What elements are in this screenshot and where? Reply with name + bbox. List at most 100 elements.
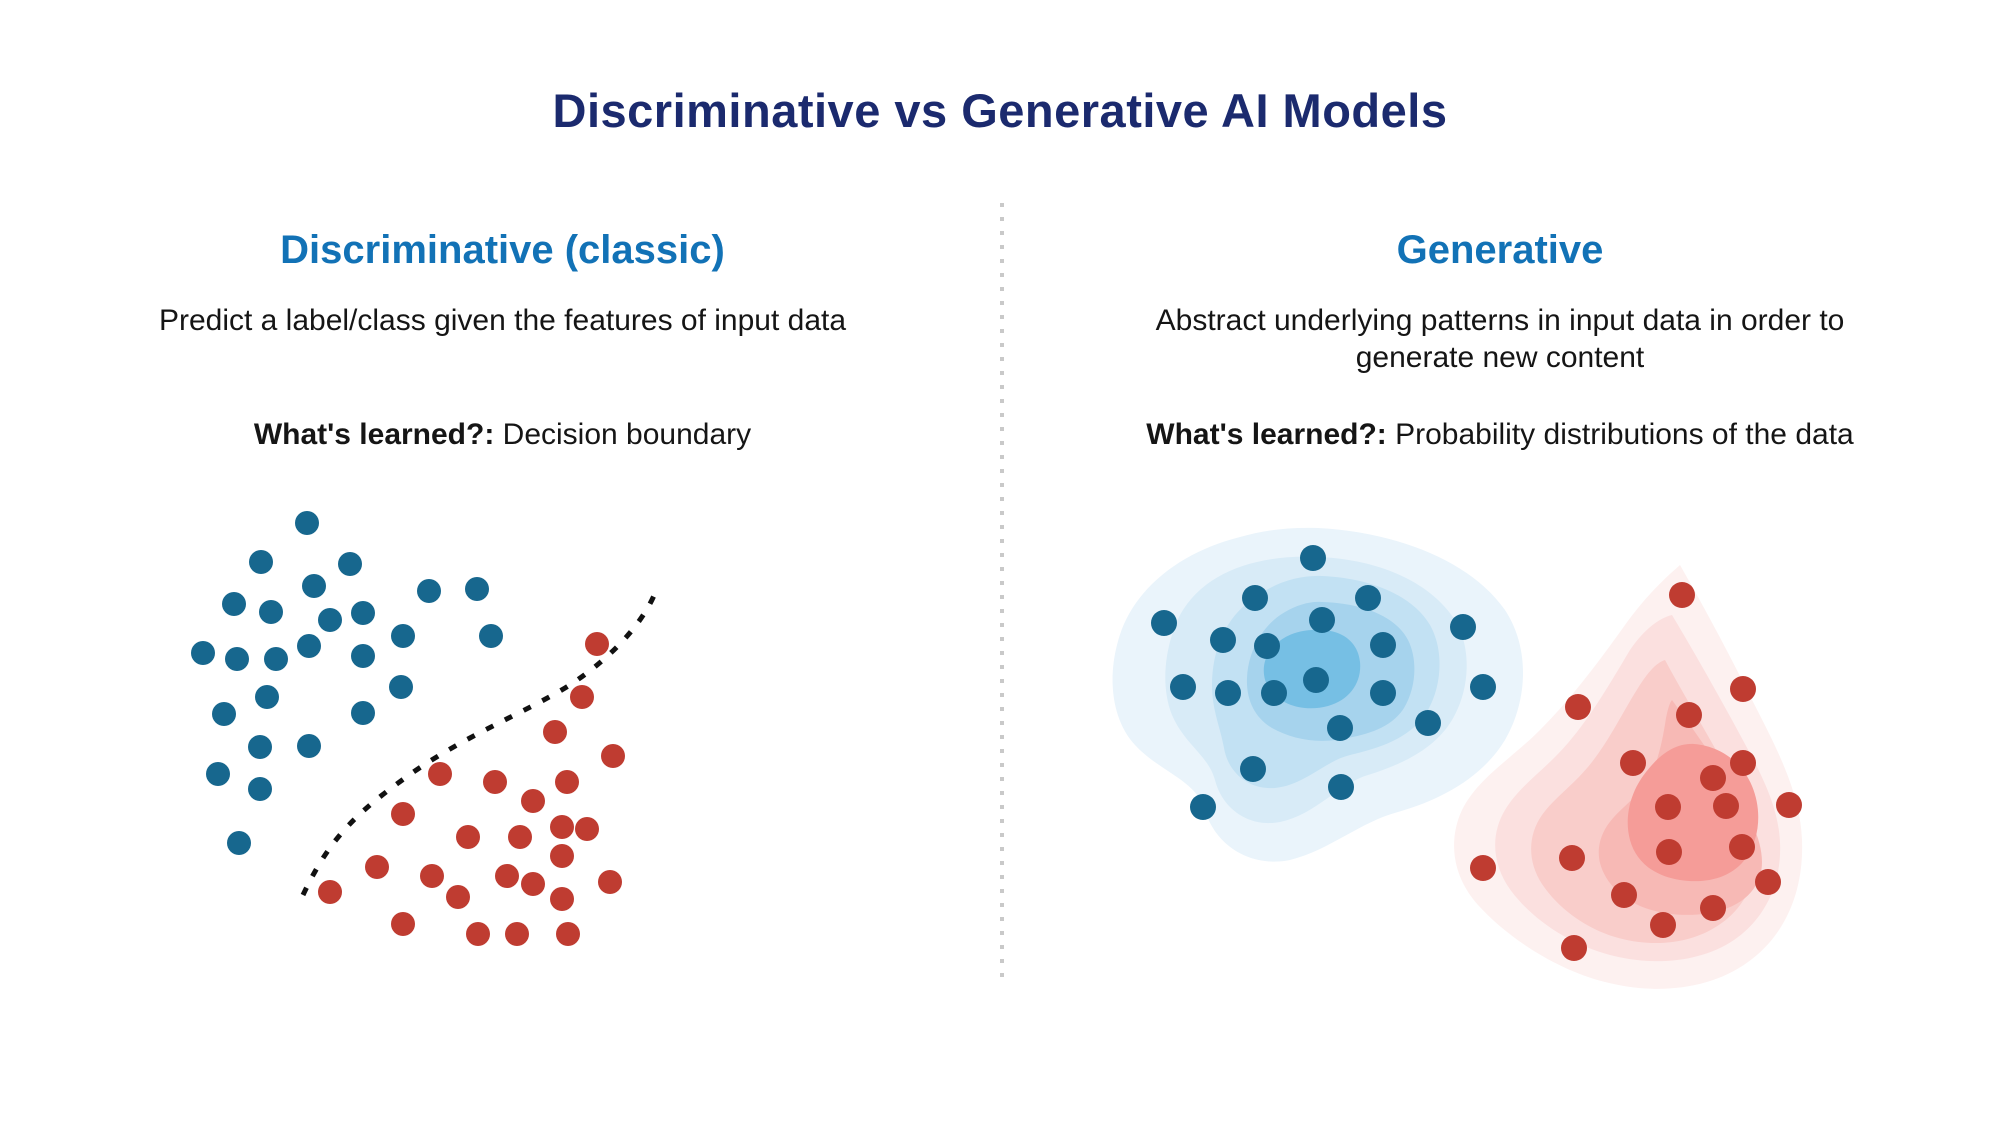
blue-sample-point: [1303, 667, 1329, 693]
blue-sample-point: [1415, 710, 1441, 736]
blue-sample-point: [1370, 632, 1396, 658]
blue-class-point: [255, 685, 279, 709]
red-class-point: [543, 720, 567, 744]
generative-density-figure: [1112, 527, 1803, 989]
red-sample-point: [1700, 895, 1726, 921]
red-sample-point: [1700, 765, 1726, 791]
blue-class-point: [297, 734, 321, 758]
blue-class-point: [351, 644, 375, 668]
blue-class-point: [465, 577, 489, 601]
blue-class-point: [225, 647, 249, 671]
red-sample-point: [1611, 882, 1637, 908]
red-sample-point: [1650, 912, 1676, 938]
blue-class-point: [391, 624, 415, 648]
blue-sample-point: [1151, 610, 1177, 636]
blue-class-point: [351, 701, 375, 725]
blue-sample-point: [1210, 627, 1236, 653]
red-sample-point: [1730, 750, 1756, 776]
blue-class-point: [264, 647, 288, 671]
red-sample-point: [1676, 702, 1702, 728]
red-class-point: [466, 922, 490, 946]
red-sample-point: [1561, 935, 1587, 961]
red-class-point: [555, 770, 579, 794]
red-sample-point: [1713, 793, 1739, 819]
blue-sample-point: [1370, 680, 1396, 706]
blue-class-point: [479, 624, 503, 648]
blue-class-point: [318, 608, 342, 632]
blue-class-point: [249, 550, 273, 574]
blue-class-point: [222, 592, 246, 616]
red-sample-point: [1655, 794, 1681, 820]
blue-sample-point: [1254, 633, 1280, 659]
blue-sample-point: [1215, 680, 1241, 706]
blue-class-point: [191, 641, 215, 665]
red-class-point: [483, 770, 507, 794]
red-class-point: [575, 817, 599, 841]
blue-class-point: [295, 511, 319, 535]
red-sample-point: [1729, 834, 1755, 860]
page-title: Discriminative vs Generative AI Models: [552, 84, 1448, 138]
red-class-point: [508, 825, 532, 849]
red-class-point: [601, 744, 625, 768]
learned-value: Probability distributions of the data: [1386, 418, 1854, 451]
discriminative-description: Predict a label/class given the features…: [158, 304, 847, 337]
blue-sample-point: [1355, 585, 1381, 611]
blue-class-point: [248, 777, 272, 801]
red-class-point: [550, 844, 574, 868]
generative-heading: Generative: [1396, 228, 1604, 273]
red-class-point: [495, 864, 519, 888]
blue-class-point: [417, 579, 441, 603]
blue-sample-point: [1327, 715, 1353, 741]
red-sample-point: [1755, 869, 1781, 895]
blue-class-point: [248, 735, 272, 759]
blue-class-point: [259, 600, 283, 624]
blue-class-point: [302, 574, 326, 598]
discriminative-learned-line: What's learned?: Decision boundary: [5, 418, 1000, 452]
blue-sample-point: [1242, 585, 1268, 611]
blue-sample-point: [1240, 756, 1266, 782]
blue-sample-point: [1190, 794, 1216, 820]
red-sample-point: [1656, 839, 1682, 865]
generative-description: Abstract underlying patterns in input da…: [1155, 304, 1845, 374]
blue-sample-point: [1261, 680, 1287, 706]
learned-label: What's learned?:: [253, 418, 495, 451]
blue-sample-point: [1470, 674, 1496, 700]
red-sample-point: [1559, 845, 1585, 871]
blue-class-point: [206, 762, 230, 786]
red-sample-point: [1620, 750, 1646, 776]
discriminative-panel: Discriminative (classic) Predict a label…: [5, 0, 1000, 1125]
blue-sample-point: [1328, 774, 1354, 800]
blue-class-point: [212, 702, 236, 726]
red-class-point: [550, 815, 574, 839]
red-class-point: [598, 870, 622, 894]
blue-sample-point: [1300, 545, 1326, 571]
red-class-point: [585, 632, 609, 656]
discriminative-heading: Discriminative (classic): [280, 228, 725, 273]
red-sample-point: [1565, 694, 1591, 720]
learned-label: What's learned?:: [1146, 418, 1387, 451]
blue-class-point: [351, 601, 375, 625]
red-class-point: [570, 685, 594, 709]
red-class-point: [428, 762, 452, 786]
red-class-point: [556, 922, 580, 946]
red-class-point: [521, 789, 545, 813]
generative-learned-line: What's learned?: Probability distributio…: [1010, 418, 1990, 452]
red-class-point: [365, 855, 389, 879]
blue-class-point: [297, 634, 321, 658]
blue-sample-point: [1450, 614, 1476, 640]
blue-class-point: [338, 552, 362, 576]
learned-value: Decision boundary: [494, 418, 752, 451]
red-class-point: [391, 802, 415, 826]
red-class-point: [521, 872, 545, 896]
red-class-point: [456, 825, 480, 849]
blue-class-point: [227, 831, 251, 855]
red-class-point: [391, 912, 415, 936]
red-class-point: [505, 922, 529, 946]
red-class-point: [318, 880, 342, 904]
red-class-point: [446, 885, 470, 909]
blue-sample-point: [1170, 674, 1196, 700]
red-class-point: [550, 887, 574, 911]
generative-panel: Generative Abstract underlying patterns …: [1010, 0, 1990, 1125]
red-sample-point: [1669, 582, 1695, 608]
